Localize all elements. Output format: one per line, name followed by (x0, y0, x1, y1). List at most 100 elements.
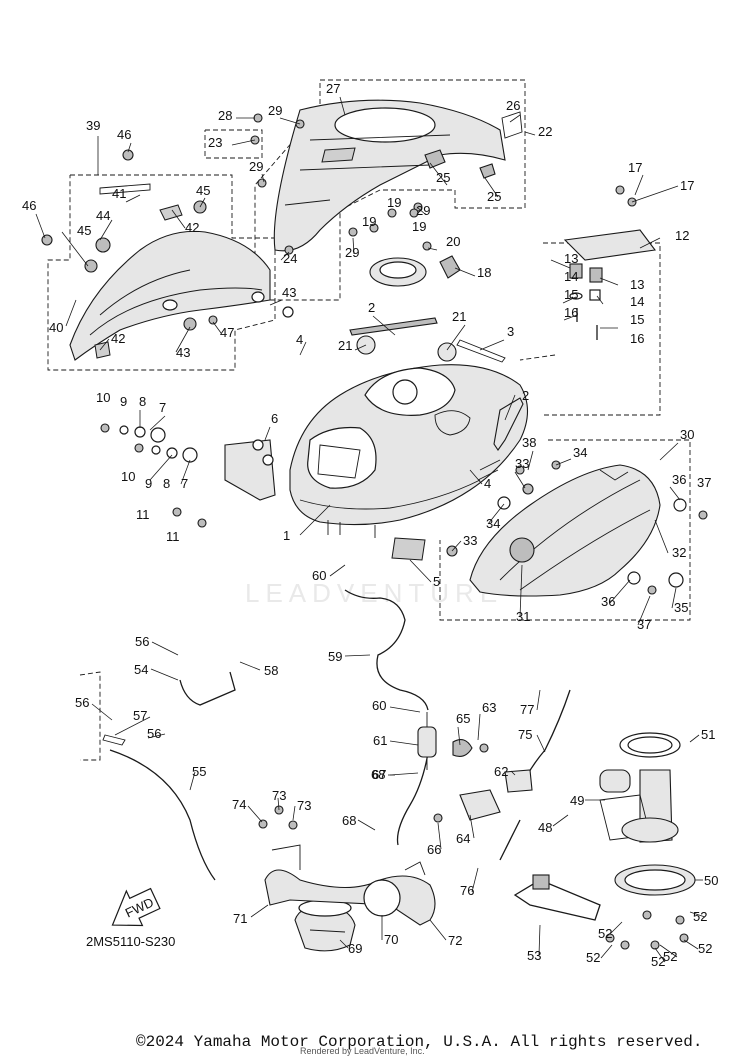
leader-line (538, 924, 541, 956)
callout-52: 52 (693, 909, 707, 924)
callout-40: 40 (49, 320, 63, 335)
leader-line (631, 185, 679, 203)
callout-73: 73 (272, 788, 286, 803)
callout-13: 13 (564, 251, 578, 266)
leader-line (671, 587, 677, 609)
callout-52: 52 (663, 949, 677, 964)
callout-34: 34 (573, 445, 587, 460)
leader-line (99, 338, 110, 351)
leader-line (454, 267, 476, 277)
callout-9: 9 (120, 394, 127, 409)
callout-52: 52 (586, 950, 600, 965)
leader-line (352, 237, 355, 255)
leader-line (147, 733, 166, 739)
callout-68: 68 (342, 813, 356, 828)
callout-64: 64 (456, 831, 470, 846)
callout-3: 3 (507, 324, 514, 339)
leader-line (550, 259, 571, 269)
leader-line (239, 661, 261, 671)
callout-77: 77 (520, 702, 534, 717)
callout-63: 63 (482, 700, 496, 715)
callout-14: 14 (630, 294, 644, 309)
leader-line (457, 726, 461, 746)
bracket-part-6 (224, 439, 276, 501)
fuel-hoses (102, 589, 571, 881)
leader-line (563, 314, 578, 321)
leader-line (487, 503, 505, 525)
leader-line (279, 117, 301, 125)
leader-line (479, 339, 505, 351)
callout-36: 36 (601, 594, 615, 609)
callout-68: 68 (371, 767, 385, 782)
leader-line (437, 822, 442, 850)
callout-28: 28 (218, 108, 232, 123)
callout-65: 65 (456, 711, 470, 726)
leader-line (91, 703, 113, 721)
leader-line (471, 867, 479, 893)
leader-line (689, 734, 700, 743)
callout-39: 39 (86, 118, 100, 133)
leader-line (357, 819, 376, 831)
callout-45: 45 (196, 183, 210, 198)
callout-29: 29 (345, 245, 359, 260)
leader-line (354, 344, 367, 351)
leader-line (372, 315, 396, 336)
leader-line (654, 947, 666, 963)
top-cover-part-27 (273, 99, 523, 252)
leader-line (250, 904, 269, 918)
leader-line (689, 911, 706, 918)
leader-line (509, 114, 521, 123)
callout-2: 2 (368, 300, 375, 315)
callout-7: 7 (159, 400, 166, 415)
callout-75: 75 (518, 727, 532, 742)
callout-24: 24 (283, 251, 297, 266)
callout-60: 60 (312, 568, 326, 583)
callout-34: 34 (486, 516, 500, 531)
callout-33: 33 (463, 533, 477, 548)
leader-line (417, 207, 426, 215)
callout-48: 48 (538, 820, 552, 835)
leader-line (199, 197, 206, 208)
callout-47: 47 (220, 325, 234, 340)
leader-line (659, 442, 679, 461)
callout-20: 20 (446, 234, 460, 249)
leader-line (61, 231, 89, 267)
leader-line (634, 174, 644, 196)
callout-66: 66 (427, 842, 441, 857)
callout-19: 19 (387, 195, 401, 210)
callout-43: 43 (176, 345, 190, 360)
leader-line (180, 459, 191, 485)
leader-line (99, 219, 113, 241)
callout-11: 11 (136, 507, 150, 522)
leader-line (599, 277, 619, 286)
leader-line (654, 519, 669, 554)
leader-line (150, 668, 179, 681)
leader-line (683, 939, 699, 950)
callout-4: 4 (484, 476, 491, 491)
callout-38: 38 (522, 435, 536, 450)
canister-part-69 (294, 899, 356, 952)
callout-25: 25 (436, 170, 450, 185)
leader-line (519, 564, 523, 618)
fuel-cap-part-18 (369, 255, 461, 287)
leader-line (409, 559, 432, 583)
callout-11: 11 (166, 529, 180, 544)
callout-43: 43 (282, 285, 296, 300)
callout-7: 7 (181, 476, 188, 491)
leader-line (277, 797, 280, 811)
callout-5: 5 (433, 574, 440, 589)
callout-41: 41 (112, 186, 126, 201)
callout-12: 12 (675, 228, 689, 243)
callout-73: 73 (297, 798, 311, 813)
bolt-markers (41, 113, 708, 950)
callout-19: 19 (362, 214, 376, 229)
leader-line (65, 299, 77, 327)
callout-26: 26 (506, 98, 520, 113)
callout-53: 53 (527, 948, 541, 963)
watermark-text: LEADVENTURE (245, 578, 503, 608)
callout-46: 46 (22, 198, 36, 213)
callout-29: 29 (249, 159, 263, 174)
fuel-tank-part-1 (289, 364, 529, 561)
callout-52: 52 (651, 954, 665, 969)
